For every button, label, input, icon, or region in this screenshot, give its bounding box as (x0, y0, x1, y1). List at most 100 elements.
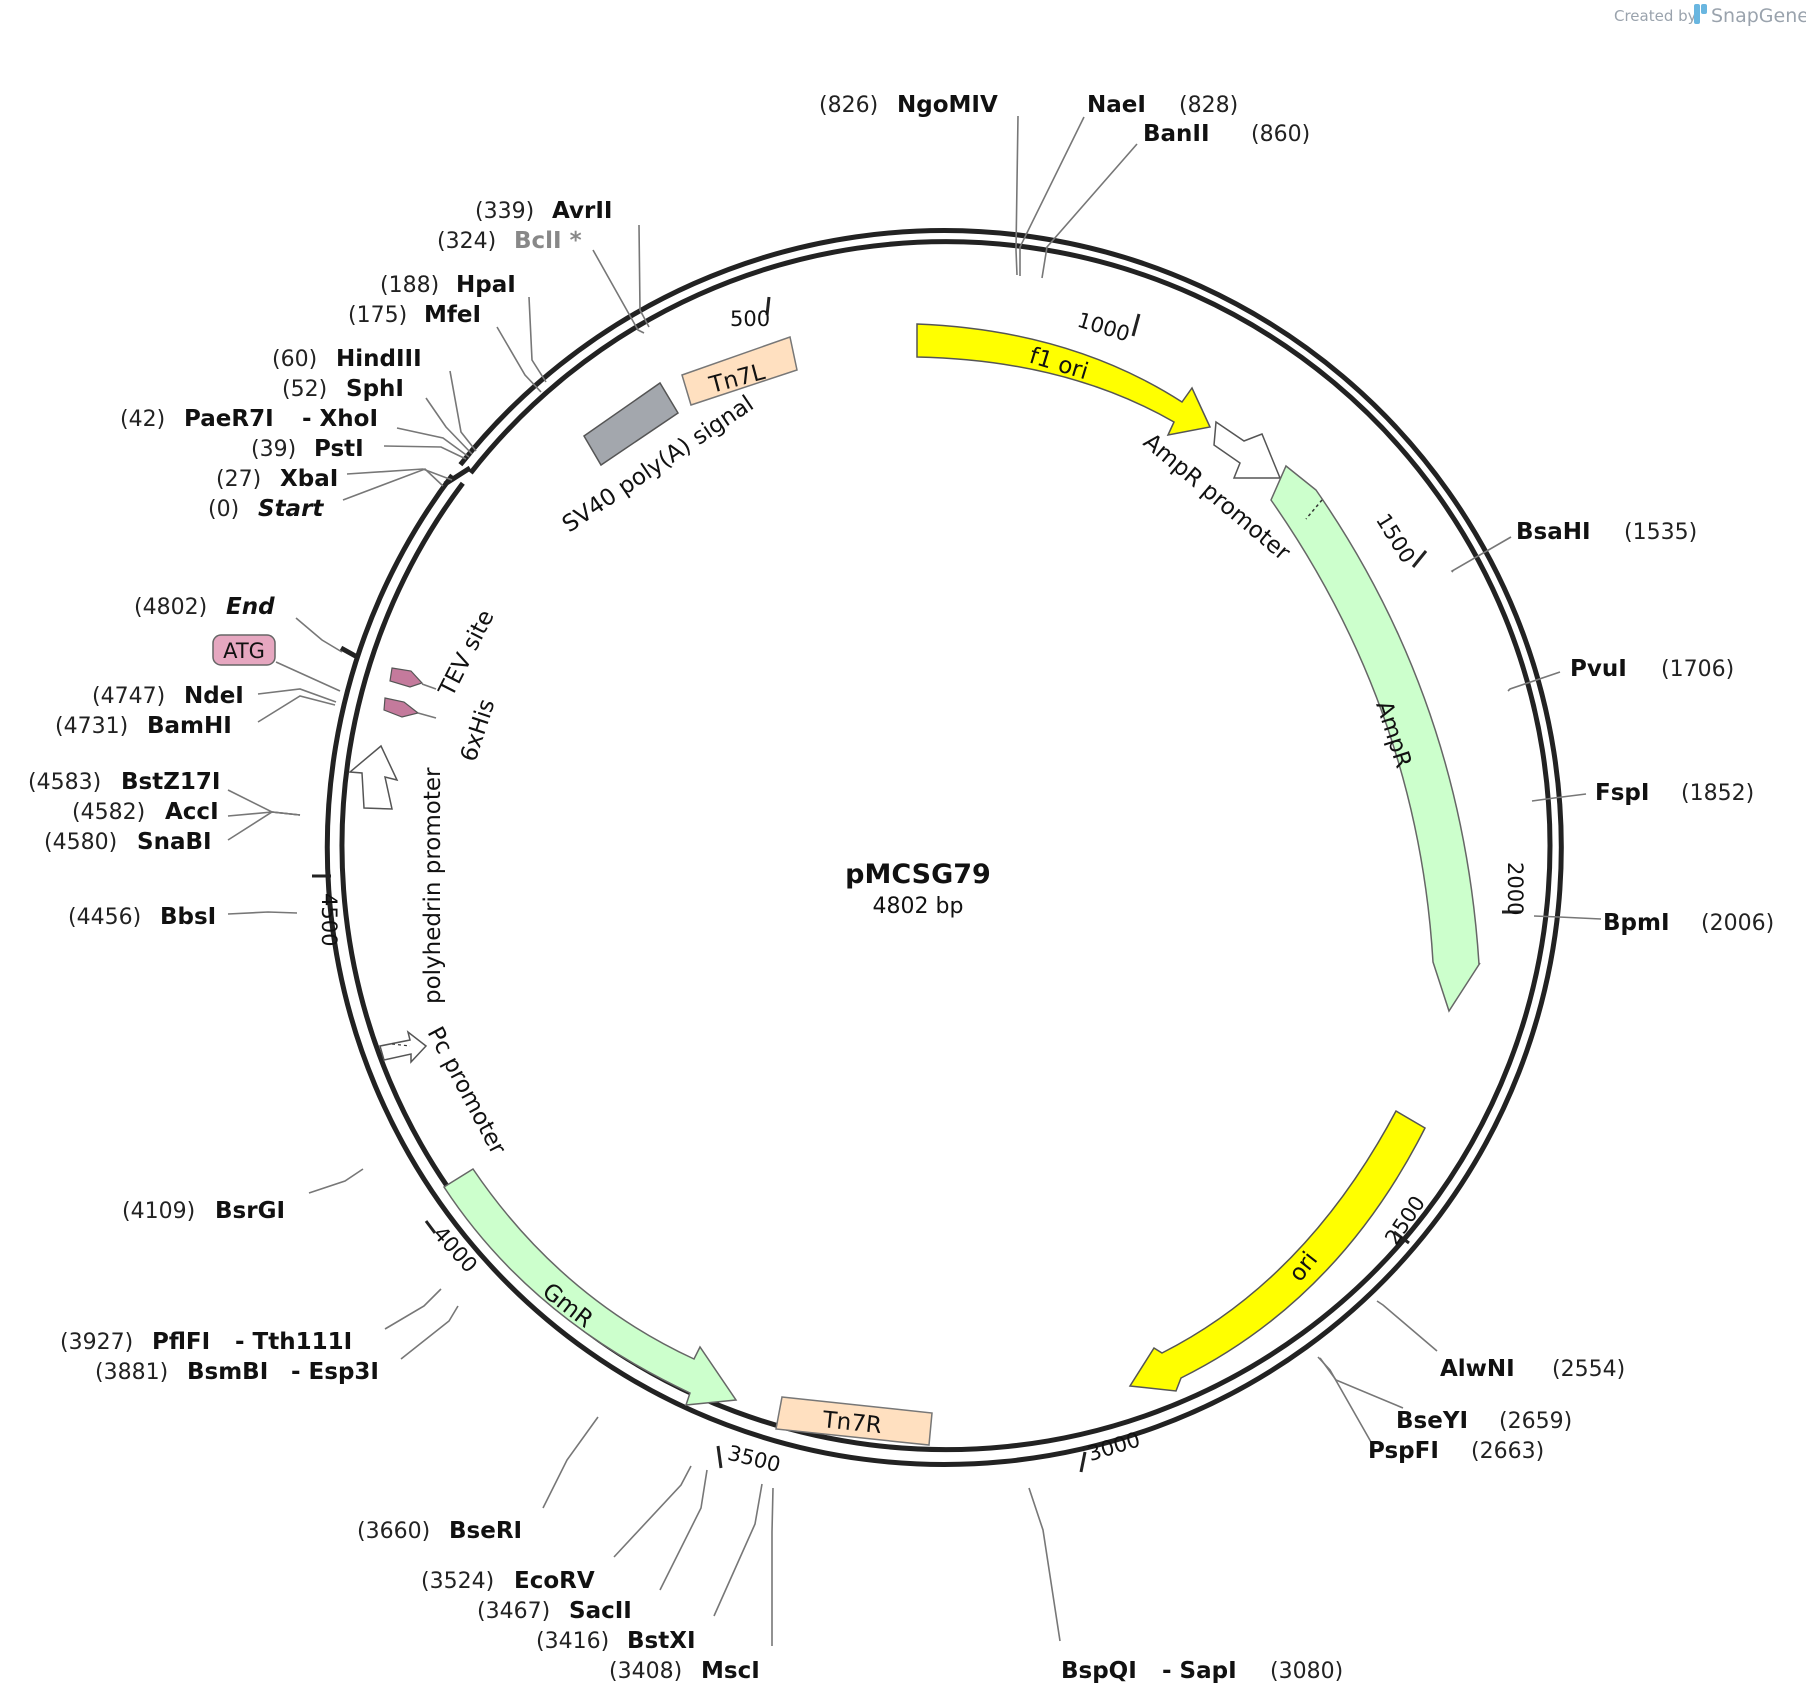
site-bspqi: BspQI (1061, 1658, 1137, 1684)
site-pos: (860) (1251, 122, 1310, 147)
tick-4500: 4500 (317, 893, 341, 946)
tn7r-feature: Tn7R (775, 1396, 933, 1446)
site-paer7i: PaeR7I (184, 406, 274, 432)
site-bsrgi: BsrGI (215, 1198, 285, 1224)
site-naei: NaeI (1087, 92, 1146, 118)
site-acci: AccI (165, 799, 219, 825)
tick-2000: 2000 (1503, 862, 1527, 915)
site-pos: (3927) (60, 1330, 133, 1355)
site-pos: (4109) (122, 1199, 195, 1224)
site-leader-lines (227, 115, 1602, 1646)
site-psti: PstI (314, 436, 364, 462)
site-bseri: BseRI (449, 1518, 522, 1544)
site-xhoi: - XhoI (302, 406, 378, 432)
site-bamhi: BamHI (147, 713, 232, 739)
site-xbai: XbaI (280, 466, 338, 492)
tick-1500: 1500 (1371, 509, 1420, 567)
site-bseyi: BseYI (1396, 1408, 1468, 1434)
site-pos: (3660) (357, 1519, 430, 1544)
site-pos: (4583) (28, 770, 101, 795)
site-hpai: HpaI (456, 272, 516, 298)
site-end: End (226, 594, 275, 620)
tick-3500: 3500 (725, 1441, 783, 1477)
site-ngomiv: NgoMIV (897, 92, 998, 118)
backbone (324, 228, 1564, 1467)
site-pos: (2006) (1701, 911, 1774, 936)
end-cap (339, 645, 361, 661)
restriction-sites: (826) NgoMIV NaeI (828) BanII (860) (339… (28, 92, 1774, 1684)
site-pos: (1535) (1624, 520, 1697, 545)
tick-500: 500 (730, 307, 770, 331)
site-pvui: PvuI (1570, 656, 1627, 682)
created-by-text: Created by (1614, 7, 1697, 25)
site-tth111i: - Tth111I (235, 1329, 352, 1355)
site-pos: (828) (1179, 93, 1238, 118)
tick-marks (312, 296, 1521, 1473)
site-pos: (324) (437, 229, 496, 254)
site-pos: (0) (208, 497, 239, 522)
site-ecorv: EcoRV (514, 1568, 595, 1594)
site-msci: MscI (701, 1658, 760, 1684)
site-bstz17i: BstZ17I (121, 769, 220, 795)
site-esp3i: - Esp3I (291, 1359, 379, 1385)
pc-promoter-label: Pc promoter (422, 1023, 511, 1160)
site-bstxi: BstXI (627, 1628, 696, 1654)
site-bsmbi: BsmBI (187, 1359, 268, 1385)
site-bpmi: BpmI (1603, 910, 1670, 936)
site-pos: (2663) (1471, 1439, 1544, 1464)
site-ndei: NdeI (184, 683, 244, 709)
site-pos: (175) (348, 303, 407, 328)
site-pos: (3524) (421, 1569, 494, 1594)
site-fspi: FspI (1595, 780, 1649, 806)
site-pflfi: PflFI (152, 1329, 210, 1355)
site-pos: (1706) (1661, 657, 1734, 682)
site-pos: (27) (216, 467, 261, 492)
site-bbsi: BbsI (160, 904, 216, 930)
sv40-polya-feature: SV40 poly(A) signal (558, 381, 759, 538)
site-snabi: SnaBI (137, 829, 212, 855)
site-hindiii: HindIII (336, 346, 422, 372)
polyhedrin-label: polyhedrin promoter (420, 767, 446, 1004)
plasmid-size: 4802 bp (873, 894, 964, 919)
site-pos: (4456) (68, 905, 141, 930)
site-pos: (2554) (1552, 1357, 1625, 1382)
site-pos: (3408) (609, 1659, 682, 1684)
site-pos: (4580) (44, 830, 117, 855)
site-bsahi: BsaHI (1516, 519, 1591, 545)
site-bcli: BclI * (514, 228, 582, 254)
site-pos: (39) (251, 437, 296, 462)
site-pos: (4747) (92, 684, 165, 709)
tn7r-label: Tn7R (820, 1407, 883, 1439)
gmr-feature: GmR (442, 1167, 738, 1406)
site-sphi: SphI (346, 376, 404, 402)
site-pos: (60) (272, 347, 317, 372)
site-pos: (3416) (536, 1629, 609, 1654)
site-pos: (339) (475, 199, 534, 224)
site-pos: (42) (120, 407, 165, 432)
tn7l-feature: Tn7L (681, 336, 798, 406)
snapgene-logo-icon (1694, 4, 1707, 24)
site-pos: (3467) (477, 1599, 550, 1624)
site-pos: (3080) (1270, 1659, 1343, 1684)
site-pos: (188) (380, 273, 439, 298)
snapgene-brand: SnapGene (1711, 5, 1806, 27)
site-pos: (52) (282, 377, 327, 402)
site-banii: BanII (1143, 121, 1210, 147)
ampr-promoter-feature: AmpR promoter (1138, 420, 1295, 566)
site-sapi: - SapI (1162, 1658, 1237, 1684)
site-pos: (2659) (1499, 1409, 1572, 1434)
f1-ori-feature: f1 ori (916, 323, 1212, 437)
tev-site-feature: TEV site (389, 606, 500, 702)
site-pos: (4802) (134, 595, 207, 620)
plasmid-name: pMCSG79 (845, 859, 991, 890)
site-pos: (4582) (72, 800, 145, 825)
site-alwni: AlwNI (1440, 1356, 1515, 1382)
ampr-feature: AmpR (1270, 464, 1481, 1013)
site-pos: (1852) (1681, 781, 1754, 806)
site-mfei: MfeI (424, 302, 481, 328)
polyhedrin-promoter-feature: polyhedrin promoter (348, 744, 446, 1004)
site-pspfi: PspFI (1368, 1438, 1439, 1464)
site-pos: (826) (819, 93, 878, 118)
site-start: Start (258, 496, 324, 522)
